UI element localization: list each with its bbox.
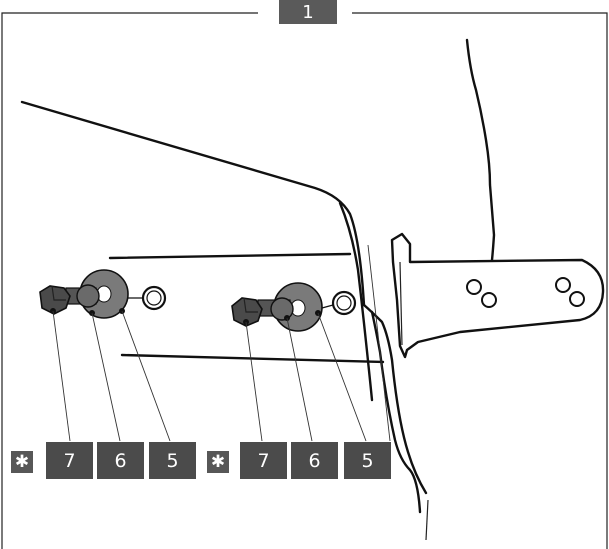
spring-washer-right: [270, 297, 294, 321]
fastener-group-right: [231, 244, 391, 442]
slot-line-upper: [108, 252, 352, 260]
leader-6-left: [91, 312, 121, 442]
bracket-inner-edge: [399, 261, 403, 346]
leader-6-right: [286, 317, 313, 442]
mount-hole-right: [331, 290, 357, 316]
panel-side-edge: [362, 303, 428, 495]
star-marker-left: ✱: [11, 451, 33, 473]
mount-hole-left-inner: [146, 290, 162, 306]
callout-7-right: 7: [240, 442, 287, 479]
panel-top-edge: [20, 100, 366, 307]
callout-5-right: 5: [344, 442, 391, 479]
bracket-hole-1: [466, 279, 482, 295]
cable-line: [465, 38, 496, 262]
bracket-hole-2: [481, 292, 497, 308]
spring-washer-left: [76, 284, 100, 308]
leader-5-right: [317, 312, 367, 442]
leader-7-right: [245, 321, 263, 442]
callout-6-right: 6: [291, 442, 338, 479]
leader-5-panel: [367, 244, 391, 442]
panel-curve-inner: [338, 201, 374, 402]
callout-5-left: 5: [149, 442, 196, 479]
panel-lower-line: [425, 499, 429, 541]
callout-7-left: 7: [46, 442, 93, 479]
callout-6-left: 6: [97, 442, 144, 479]
leader-7-left: [52, 310, 71, 442]
mount-hole-right-inner: [336, 295, 352, 311]
leader-5-left: [121, 310, 171, 442]
panel-side-edge-2: [370, 310, 422, 514]
bracket-outline: [390, 232, 605, 359]
bracket-hole-3: [555, 277, 571, 293]
frame-border: [1, 12, 608, 549]
mount-hole-left: [141, 285, 167, 311]
slot-line-lower: [120, 353, 385, 364]
fastener-group-left: [39, 269, 171, 442]
mount-axis-right: [321, 304, 334, 309]
step-number-tab: 1: [279, 0, 337, 24]
star-marker-right: ✱: [207, 451, 229, 473]
bracket-hole-4: [569, 291, 585, 307]
